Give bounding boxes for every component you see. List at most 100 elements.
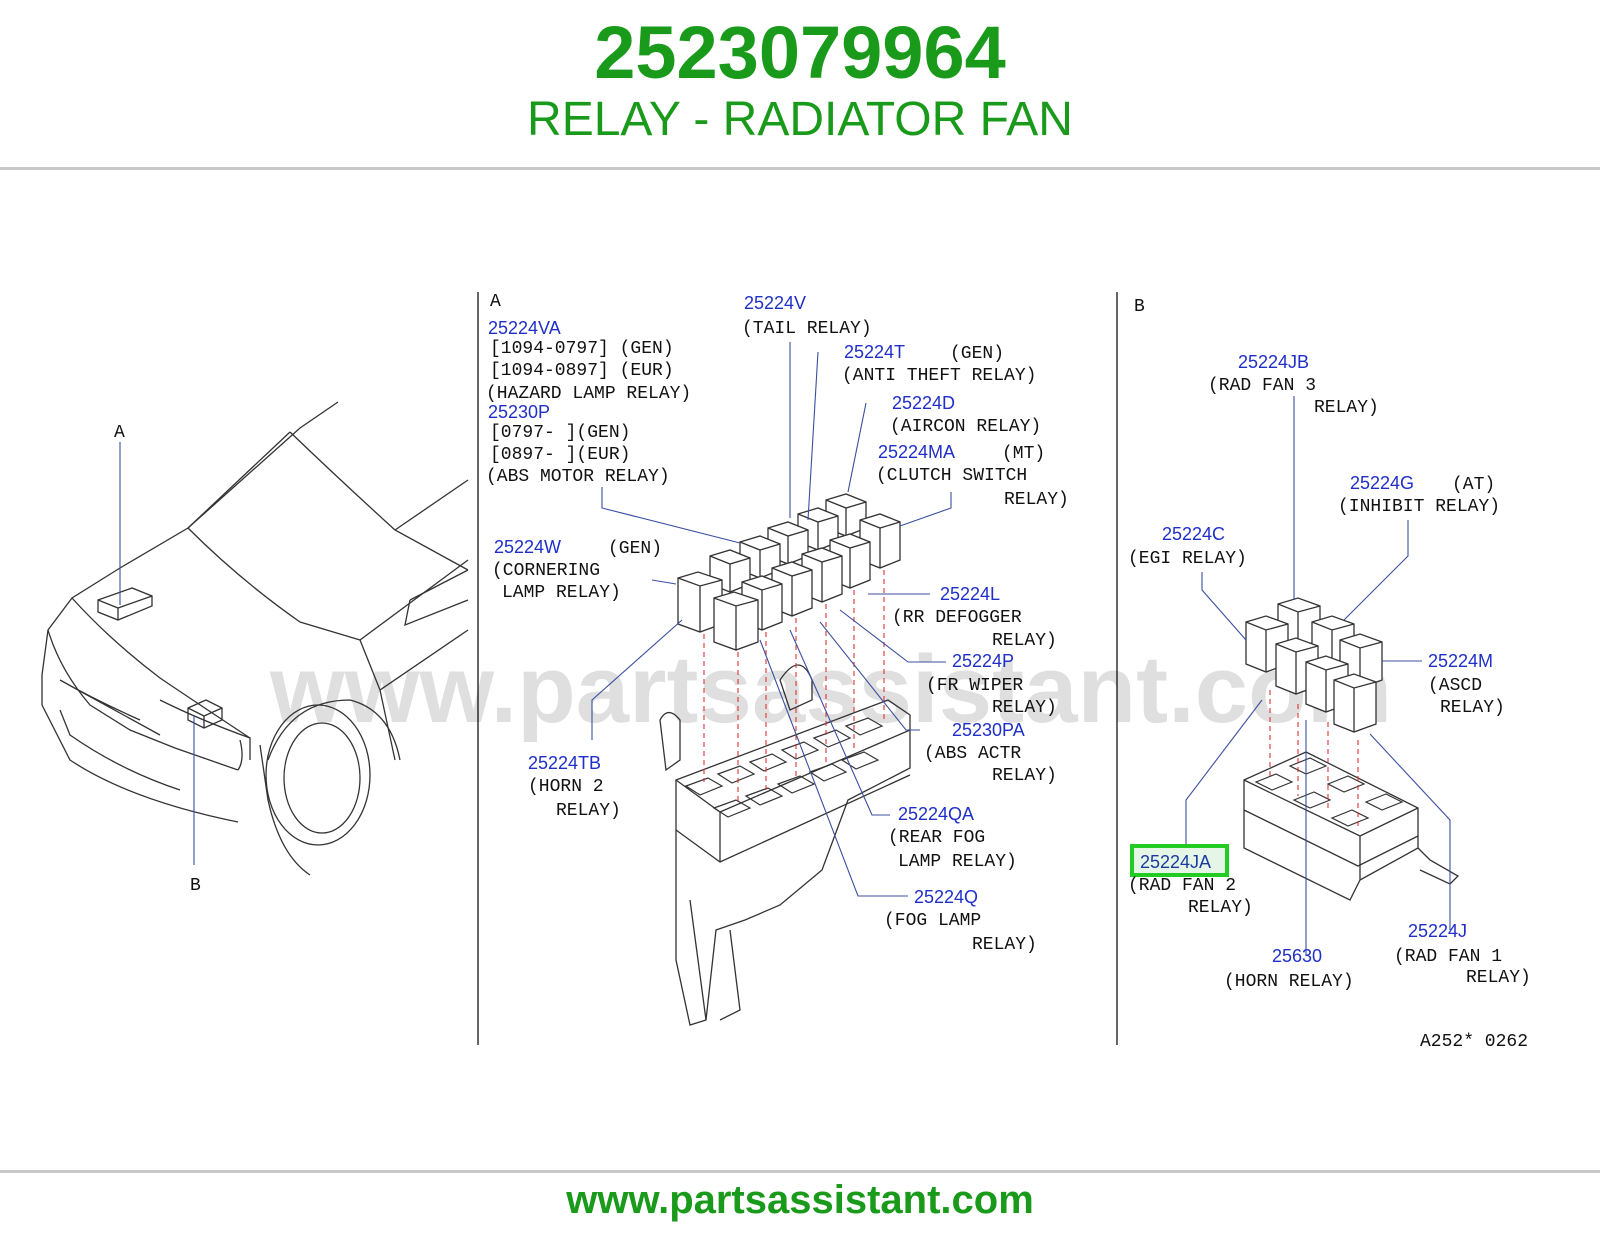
part-number-link[interactable]: 25224JA	[1140, 852, 1211, 872]
reference-code: A252* 0262	[1420, 1032, 1528, 1052]
callout-description: [1094-0797] (GEN)	[490, 339, 674, 359]
callout-description: RELAY)	[556, 801, 621, 821]
callout-description: (HORN 2	[528, 777, 604, 797]
callout-description: RELAY)	[992, 631, 1057, 651]
callout-description: (ABS ACTR	[924, 744, 1021, 764]
view-marker-b: B	[1134, 297, 1145, 317]
callout-25224c[interactable]: 25224C (EGI RELAY)	[1128, 524, 1247, 569]
callout-description: (FR WIPER	[926, 676, 1023, 696]
part-number-link[interactable]: 25224M	[1428, 651, 1493, 671]
part-number-link[interactable]: 25224W	[494, 537, 561, 557]
callout-description: (TAIL RELAY)	[742, 319, 872, 339]
callout-25224q[interactable]: 25224Q (FOG LAMP RELAY)	[884, 887, 1037, 955]
callout-description: [0897- ](EUR)	[490, 445, 630, 465]
callout-description: RELAY)	[1466, 968, 1531, 988]
callout-variant: (MT)	[1002, 444, 1045, 464]
part-number-link[interactable]: 25224MA	[878, 442, 955, 462]
parts-diagram: www.partsassistant.com A B	[41, 292, 1531, 1052]
callout-description: (ABS MOTOR RELAY)	[486, 467, 670, 487]
leaders-b	[1185, 396, 1451, 956]
part-number-link[interactable]: 25224G	[1350, 473, 1414, 493]
part-number-link[interactable]: 25224V	[744, 293, 806, 313]
callout-description: (REAR FOG	[888, 828, 985, 848]
callout-description: LAMP RELAY)	[502, 583, 621, 603]
callout-description: [1094-0897] (EUR)	[490, 361, 674, 381]
part-number-link[interactable]: 25224D	[892, 393, 955, 413]
part-number-title: 2523079964	[594, 11, 1006, 94]
relay-box-a-sockets	[684, 717, 884, 818]
part-number-link[interactable]: 25224VA	[488, 318, 561, 338]
callout-description: (FOG LAMP	[884, 911, 981, 931]
part-number-link[interactable]: 25224P	[952, 651, 1014, 671]
relays-a	[677, 493, 901, 651]
part-number-link[interactable]: 25224QA	[898, 804, 974, 824]
relays-b	[1245, 597, 1383, 733]
callout-description: RELAY)	[1004, 490, 1069, 510]
part-number-link[interactable]: 25224J	[1408, 921, 1467, 941]
relay-box-b-sockets	[1254, 757, 1404, 827]
header-divider	[0, 167, 1600, 170]
callout-variant: (GEN)	[950, 344, 1004, 364]
footer-url[interactable]: www.partsassistant.com	[566, 1178, 1034, 1222]
part-number-link[interactable]: 25224T	[844, 342, 905, 362]
view-marker-a-car: A	[114, 423, 125, 443]
part-number-link[interactable]: 25230P	[488, 402, 550, 422]
callout-description: (INHIBIT RELAY)	[1338, 497, 1500, 517]
callout-description: RELAY)	[1314, 398, 1379, 418]
callout-description: RELAY)	[1440, 698, 1505, 718]
footer-divider	[0, 1170, 1600, 1173]
part-number-link[interactable]: 25224C	[1162, 524, 1225, 544]
callout-description: (HORN RELAY)	[1224, 972, 1354, 992]
callout-description: [0797- ](GEN)	[490, 423, 630, 443]
part-number-link[interactable]: 25230PA	[952, 720, 1025, 740]
part-number-link[interactable]: 25224Q	[914, 887, 978, 907]
view-marker-b-car: B	[190, 876, 201, 896]
callout-description: (RAD FAN 1	[1394, 947, 1502, 967]
callout-description: RELAY)	[992, 766, 1057, 786]
part-number-link[interactable]: 25630	[1272, 946, 1322, 966]
callout-description: LAMP RELAY)	[898, 852, 1017, 872]
part-number-link[interactable]: 25224TB	[528, 753, 601, 773]
callout-25224g[interactable]: 25224G (AT)(INHIBIT RELAY)	[1338, 473, 1500, 517]
callout-variant: (AT)	[1452, 475, 1495, 495]
watermark: www.partsassistant.com	[269, 636, 1392, 743]
callout-25630[interactable]: 25630 (HORN RELAY)	[1224, 946, 1354, 992]
part-number-link[interactable]: 25224JB	[1238, 352, 1309, 372]
callout-25224t[interactable]: 25224T (GEN)(ANTI THEFT RELAY)	[842, 342, 1036, 386]
callout-description: (AIRCON RELAY)	[890, 417, 1041, 437]
relay-box-b	[1243, 751, 1460, 901]
callout-25224tb[interactable]: 25224TB (HORN 2 RELAY)	[528, 753, 621, 821]
callout-variant: (GEN)	[608, 539, 662, 559]
callout-description: (ASCD	[1428, 676, 1482, 696]
leaders-a	[591, 342, 952, 897]
callout-25224va[interactable]: 25224VA[1094-0797] (GEN)[1094-0897] (EUR…	[486, 318, 691, 404]
callout-description: RELAY)	[992, 698, 1057, 718]
relay-b-dashes	[1269, 690, 1359, 830]
callout-description: RELAY)	[972, 935, 1037, 955]
callout-25224d[interactable]: 25224D (AIRCON RELAY)	[890, 393, 1041, 437]
callout-25224l[interactable]: 25224L (RR DEFOGGER RELAY)	[892, 584, 1057, 651]
callout-description: (RR DEFOGGER	[892, 608, 1022, 628]
callout-25230p[interactable]: 25230P[0797- ](GEN)[0897- ](EUR)(ABS MOT…	[486, 402, 670, 487]
callout-description: (CORNERING	[492, 561, 600, 581]
callout-description: RELAY)	[1188, 898, 1253, 918]
callout-25224v[interactable]: 25224V (TAIL RELAY)	[742, 293, 872, 339]
view-marker-a: A	[490, 292, 501, 312]
callout-25224qa[interactable]: 25224QA (REAR FOG LAMP RELAY)	[888, 804, 1017, 872]
callout-description: (ANTI THEFT RELAY)	[842, 366, 1036, 386]
relay-a-dashes	[703, 570, 885, 802]
callout-description: (HAZARD LAMP RELAY)	[486, 384, 691, 404]
callout-description: (RAD FAN 2	[1128, 876, 1236, 896]
part-description: RELAY - RADIATOR FAN	[527, 93, 1073, 146]
callout-description: (RAD FAN 3	[1208, 376, 1316, 396]
part-number-link[interactable]: 25224L	[940, 584, 1000, 604]
callout-description: (EGI RELAY)	[1128, 549, 1247, 569]
